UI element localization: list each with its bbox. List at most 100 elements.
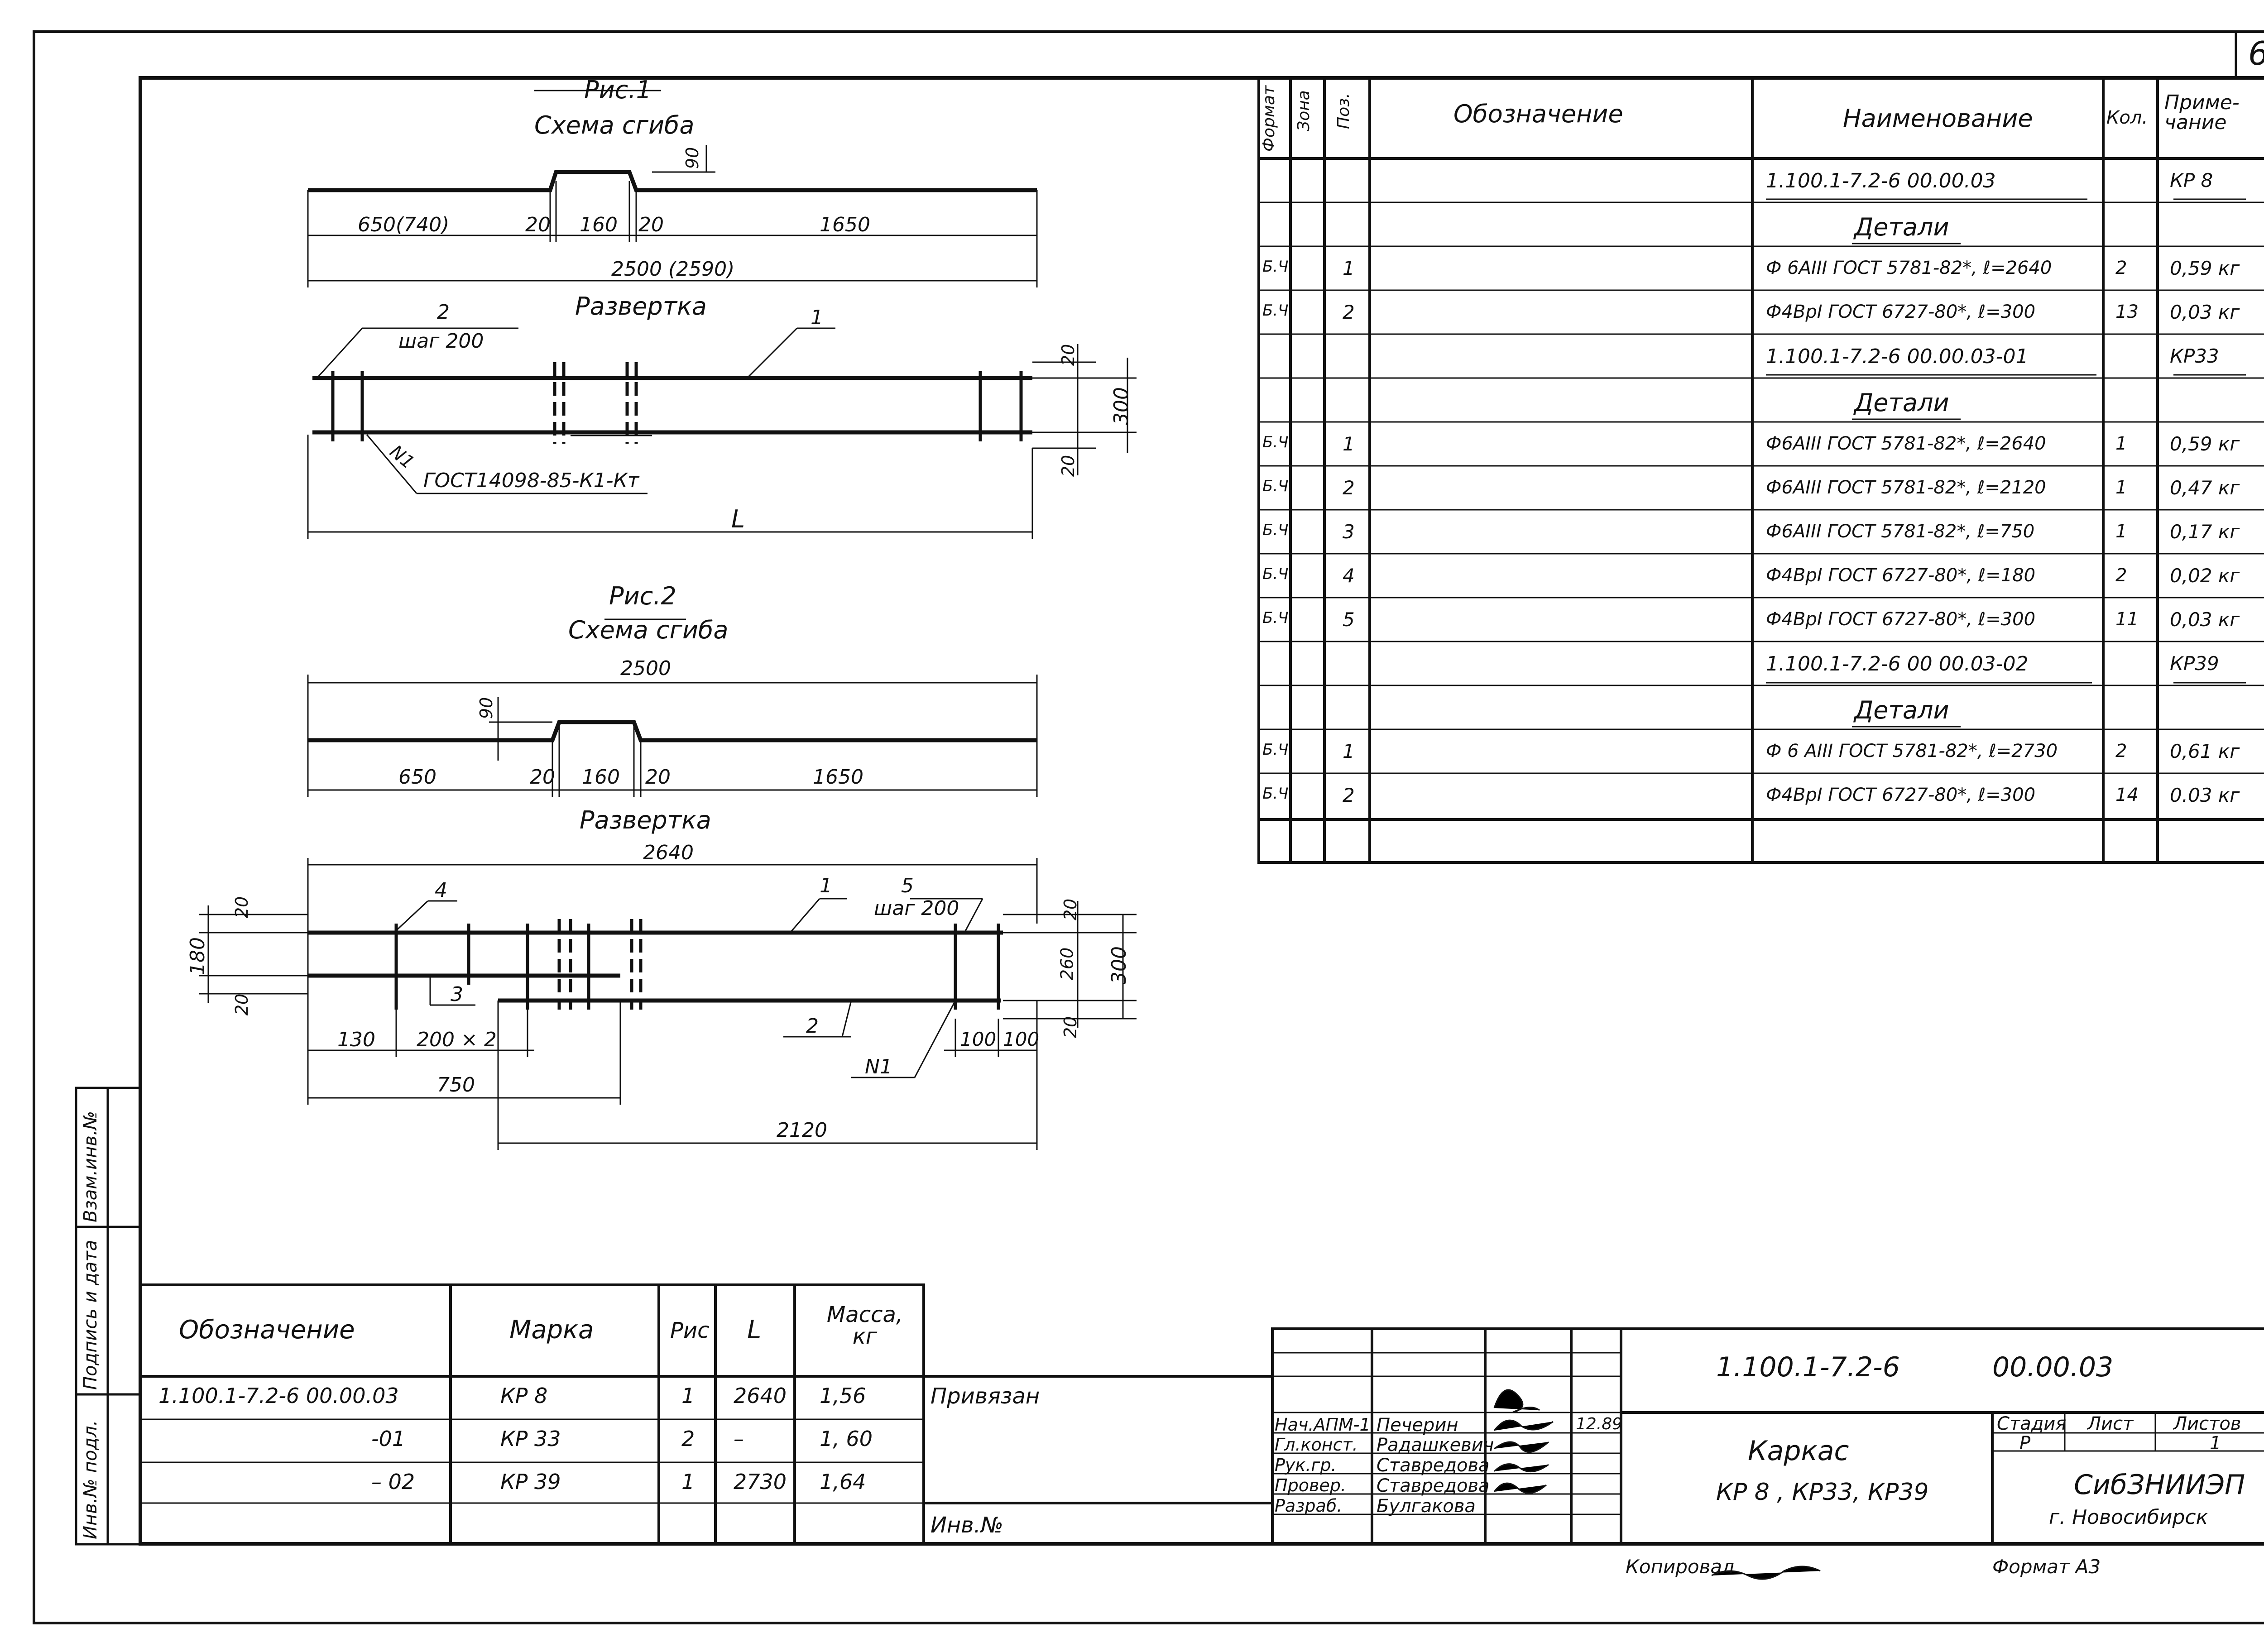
spec-header-note: Приме-чание xyxy=(2164,91,2240,134)
tb-role-date: 12.89 xyxy=(1576,1415,1623,1433)
spec-row-name: 1.100.1-7.2-6 00 00.03-02 xyxy=(1766,652,2029,675)
tb-stage: Р xyxy=(2019,1433,2031,1454)
tb-code: 1.100.1-7.2-6 xyxy=(1716,1351,1900,1383)
tb-role: Нач.АПМ-1 xyxy=(1275,1415,1371,1435)
spec-row-note: 0,59 кг xyxy=(2170,433,2240,455)
fig2-dim-l20a: 20 xyxy=(232,896,252,919)
tb-city: г. Новосибирск xyxy=(2049,1506,2208,1529)
spec-row-note: 0,61 кг xyxy=(2170,740,2240,762)
marks-row-mark: КР 8 xyxy=(500,1384,548,1408)
fig1-dim-20b: 20 xyxy=(638,213,664,236)
fig1-dim-90: 90 xyxy=(682,147,703,169)
marks-row-fig: 2 xyxy=(681,1427,695,1451)
fig2-dim-20b: 20 xyxy=(645,766,671,789)
tb-sheet-label: Лист xyxy=(2087,1413,2134,1434)
fig1-dim-650: 650(740) xyxy=(358,213,450,236)
fig2-dim-100a: 100 xyxy=(960,1028,997,1050)
fig2-dim-90: 90 xyxy=(476,697,497,719)
fig2-dim-20a: 20 xyxy=(530,766,555,789)
fig1-length: L xyxy=(731,505,745,533)
fig2-pos-1: 1 xyxy=(820,874,832,897)
spec-row-name: 1.100.1-7.2-6 00.00.03-01 xyxy=(1766,345,2029,368)
spec-row-format: Б.Ч. xyxy=(1262,433,1294,451)
marks-row-length: 2640 xyxy=(734,1384,787,1408)
tb-role-name: Булгакова xyxy=(1377,1496,1476,1517)
spec-row-note: КР33 xyxy=(2170,345,2219,367)
marks-header-length: L xyxy=(747,1315,762,1345)
fig2-dim-r260: 260 xyxy=(1057,947,1077,981)
spec-row-section: Детали xyxy=(1854,696,1949,724)
spec-row-qty: 2 xyxy=(2115,741,2127,761)
fig2-dim-l20b: 20 xyxy=(232,993,252,1016)
spec-row-note: 0,02 кг xyxy=(2170,565,2240,587)
spec-header-name: Наименование xyxy=(1843,104,2033,133)
spec-row-note: 0.03 кг xyxy=(2170,784,2240,806)
spec-row-qty: 2 xyxy=(2115,258,2127,278)
fig2-dim-750: 750 xyxy=(437,1073,475,1097)
spec-row-format: Б.Ч xyxy=(1262,609,1289,627)
spec-row-pos: 1 xyxy=(1343,740,1355,762)
spec-row-section: Детали xyxy=(1854,388,1949,417)
marks-row-designation: 1.100.1-7.2-6 00.00.03 xyxy=(158,1384,399,1408)
tb-role: Провер. xyxy=(1275,1475,1346,1495)
marks-header-designation: Обозначение xyxy=(179,1315,355,1345)
spec-row-name: Ф4ВрI ГОСТ 6727-80*, ℓ=300 xyxy=(1766,302,2036,322)
spec-row-format: Б.Ч. xyxy=(1262,785,1294,803)
marks-row-mass: 1,56 xyxy=(820,1384,866,1408)
fig1-dev-title: Развертка xyxy=(575,292,707,321)
spec-row-format: Б.Ч xyxy=(1262,302,1289,320)
tb-privyazan: Привязан xyxy=(931,1384,1040,1409)
fig2-caption: Рис.2 xyxy=(609,582,676,610)
fig1-dim-160: 160 xyxy=(580,213,618,236)
marks-row-designation: -01 xyxy=(371,1427,406,1451)
spec-row-note: КР 8 xyxy=(2170,169,2213,192)
fig2-dim-r300: 300 xyxy=(1107,946,1131,984)
spec-row-pos: 3 xyxy=(1343,521,1355,543)
spec-row-note: КР39 xyxy=(2170,652,2219,675)
spec-row-qty: 1 xyxy=(2115,521,2127,542)
spec-row-name: Ф 6АIII ГОСТ 5781-82*, ℓ=2640 xyxy=(1766,258,2052,278)
marks-row-mass: 1,64 xyxy=(820,1470,866,1494)
marks-row-fig: 1 xyxy=(681,1384,695,1408)
spec-row-note: 0,03 кг xyxy=(2170,301,2240,323)
fig2-dim-2640: 2640 xyxy=(643,841,694,864)
spec-row-name: Ф4ВрI ГОСТ 6727-80*, ℓ=300 xyxy=(1766,785,2036,805)
tb-role: Гл.конст. xyxy=(1275,1435,1358,1455)
spec-header-pos: Поз. xyxy=(1334,93,1353,129)
spec-row-name: Ф6АIII ГОСТ 5781-82*, ℓ=2120 xyxy=(1766,477,2046,498)
fig2-pos-5: 5 xyxy=(901,874,914,897)
fig2-pos-2: 2 xyxy=(806,1015,819,1038)
spec-row-section: Детали xyxy=(1854,213,1949,241)
tb-item-sub: КР 8 , КР33, КР39 xyxy=(1716,1479,1929,1506)
spec-header-format: Формат xyxy=(1260,85,1278,152)
tb-stage-label: Стадия xyxy=(1997,1413,2067,1434)
fig1-caption: Рис.1 xyxy=(584,76,652,104)
fig2-dim-total: 2500 xyxy=(620,657,671,680)
spec-row-pos: 4 xyxy=(1343,565,1355,587)
fig2-dim-r20b: 20 xyxy=(1060,1016,1081,1039)
spec-row-format: Б.Ч xyxy=(1262,258,1289,276)
tb-sheets: 1 xyxy=(2210,1433,2221,1454)
spec-row-pos: 5 xyxy=(1343,608,1355,631)
marks-header-mass: Масса, кг xyxy=(826,1302,903,1349)
marks-row-mass: 1, 60 xyxy=(820,1427,873,1451)
stamp-vzam-inv: Взам.инв.№ xyxy=(80,1111,101,1222)
spec-row-name: Ф4ВрI ГОСТ 6727-80*, ℓ=180 xyxy=(1766,565,2036,586)
spec-row-pos: 2 xyxy=(1343,784,1355,806)
tb-role-name: Радашкевич xyxy=(1377,1435,1494,1456)
fig2-step: шаг 200 xyxy=(874,897,959,920)
fig2-dim-200x2: 200 × 2 xyxy=(417,1028,497,1051)
tb-role: Рук.гр. xyxy=(1275,1455,1337,1475)
tb-sheets-label: Листов xyxy=(2173,1413,2241,1434)
spec-row-format: Б.Ч. xyxy=(1262,521,1294,539)
fig2-pos-3: 3 xyxy=(451,983,463,1006)
fig1-dim-300: 300 xyxy=(1109,387,1133,425)
spec-row-qty: 2 xyxy=(2115,565,2127,586)
spec-row-name: Ф4ВрI ГОСТ 6727-80*, ℓ=300 xyxy=(1766,609,2036,630)
marks-row-mark: КР 39 xyxy=(500,1470,561,1494)
fig2-dim-100b: 100 xyxy=(1003,1028,1040,1050)
fig2-dim-650: 650 xyxy=(398,766,436,789)
marks-row-fig: 1 xyxy=(681,1470,695,1494)
spec-row-format: Б.Ч. xyxy=(1262,477,1294,495)
fig2-dim-1650: 1650 xyxy=(813,766,863,789)
